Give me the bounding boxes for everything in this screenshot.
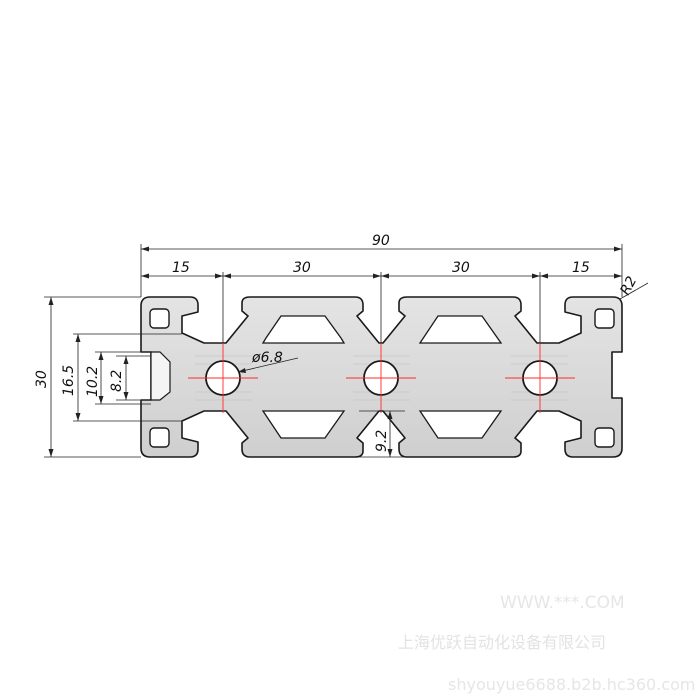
corner-pocket-top-right (594, 308, 615, 329)
watermark-url: shyouyue6688.b2b.hc360.com (448, 675, 695, 694)
dim-slot-mid: 10.2 (85, 366, 101, 397)
left-slot-lip (150, 351, 171, 401)
dim-height: 30 (34, 370, 50, 388)
corner-pocket-bottom-left (149, 427, 170, 448)
corner-pocket-bottom-right (594, 427, 615, 448)
dim-overall-width: 90 (372, 233, 390, 249)
corner-pocket-top-left (149, 308, 170, 329)
watermark-site: WWW.***.COM (500, 593, 625, 613)
cavity-bottom-left (261, 410, 346, 439)
dim-corner-radius: R2 (617, 274, 640, 298)
dim-seg-right: 15 (572, 260, 590, 276)
dim-hole-diameter: ø6.8 (251, 350, 283, 366)
aluminum-profile (140, 296, 623, 458)
cavity-top-right (418, 315, 503, 344)
watermark-company: 上海优跃自动化设备有限公司 (398, 633, 606, 652)
dim-slot-inner: 8.2 (109, 370, 125, 392)
dim-seg-mid-right: 30 (452, 260, 470, 276)
cavity-top-left (261, 315, 346, 344)
dim-seg-mid-left: 30 (293, 260, 311, 276)
dim-web-height: 9.2 (374, 430, 390, 452)
dimension-lines (44, 244, 649, 458)
dim-slot-outer: 16.5 (61, 365, 77, 396)
cavity-bottom-right (418, 410, 503, 439)
dim-seg-left: 15 (172, 260, 190, 276)
center-marks (188, 343, 575, 413)
